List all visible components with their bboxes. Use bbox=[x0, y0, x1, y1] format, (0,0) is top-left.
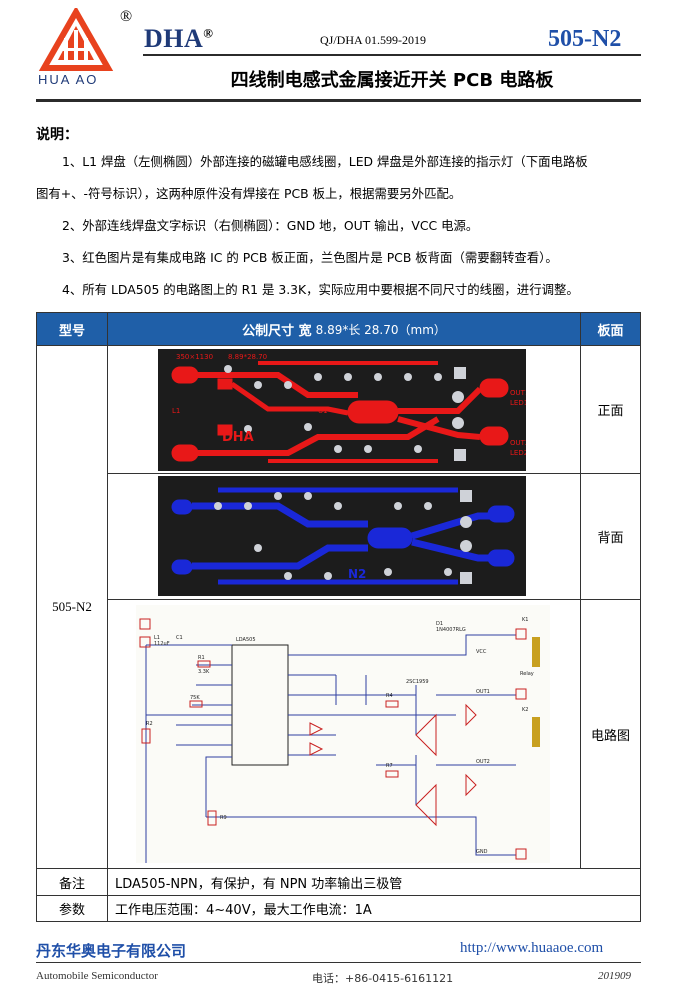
schematic-label: VCC bbox=[476, 649, 487, 655]
grid-line bbox=[107, 473, 640, 474]
face-front: 正面 bbox=[597, 404, 624, 419]
schematic-label: L1 bbox=[154, 635, 160, 641]
pcb-logo: DHA bbox=[222, 430, 254, 445]
face-back: 背面 bbox=[597, 531, 624, 546]
col-face-label: 板面 bbox=[597, 323, 624, 339]
schematic-label: D1 bbox=[436, 621, 443, 627]
col-size-label: 公制尺寸 宽 bbox=[242, 323, 312, 339]
note-line: 3、红色图片是有集成电路 IC 的 PCB 板正面，兰色图片是 PCB 板背面（… bbox=[62, 250, 558, 265]
grid-line bbox=[580, 313, 581, 868]
pcb-back-image: N2 bbox=[158, 476, 526, 600]
schematic-label: R1 bbox=[198, 655, 205, 661]
footer-date: 201909 bbox=[598, 970, 631, 982]
schematic-label: 112uF bbox=[154, 641, 170, 647]
param-label: 参数 bbox=[58, 903, 85, 918]
pcb-label: OUT2 bbox=[510, 439, 526, 447]
pcb-front-image: 350×1130 8.89*28.70 L1 U1 OUT1 LED1 OUT2… bbox=[158, 349, 529, 475]
footer-phone: 电话：+86-0415-6161121 bbox=[312, 972, 454, 985]
schematic-label: 75K bbox=[190, 695, 200, 701]
schematic-label: OUT1 bbox=[476, 689, 490, 695]
schematic-label: K2 bbox=[522, 707, 528, 713]
grid-line bbox=[37, 895, 640, 896]
grid-line bbox=[107, 599, 640, 600]
header-divider bbox=[36, 99, 641, 102]
schematic-label: R7 bbox=[386, 763, 393, 769]
circuit-schematic: L1 112uF C1 R1 3.3K R2 75K LDA505 R4 R7 … bbox=[136, 605, 550, 867]
schematic-label: 1N4007RLG bbox=[436, 627, 466, 633]
brand-text: DHA bbox=[144, 24, 204, 53]
note-line: 4、所有 LDA505 的电路图上的 R1 是 3.3K，实际应用中要根据不同尺… bbox=[62, 282, 579, 297]
notes-heading: 说明： bbox=[36, 127, 78, 143]
note-line: 2、外部连线焊盘文字标识（右侧椭圆）：GND 地，OUT 输出，VCC 电源。 bbox=[62, 218, 479, 233]
grid-line bbox=[107, 313, 108, 921]
schematic-label: R9 bbox=[220, 815, 227, 821]
pcb-label: LED1 bbox=[510, 399, 526, 407]
brand-name: DHA® bbox=[144, 24, 214, 54]
grid-line bbox=[37, 345, 640, 346]
remark-label: 备注 bbox=[58, 876, 85, 892]
col-face-header: 板面 bbox=[581, 313, 640, 345]
header-rule bbox=[143, 54, 641, 56]
pcb-label: LED2 bbox=[510, 449, 526, 457]
brand-registered: ® bbox=[203, 25, 214, 41]
pcb-label: 350×1130 bbox=[176, 353, 213, 361]
footer-divider bbox=[36, 962, 641, 963]
param-value: 工作电压范围：4~40V，最大工作电流：1A bbox=[115, 903, 372, 918]
schematic-label: R4 bbox=[386, 693, 393, 699]
schematic-label: K1 bbox=[522, 617, 528, 623]
note-line: 1、L1 焊盘（左侧椭圆）外部连接的磁罐电感线圈，LED 焊盘是外部连接的指示灯… bbox=[62, 154, 588, 169]
schematic-label: 3.3K bbox=[198, 669, 210, 675]
document-number: QJ/DHA 01.599-2019 bbox=[320, 33, 427, 47]
logo-registered-mark: ® bbox=[120, 8, 133, 25]
grid-line bbox=[37, 868, 640, 869]
col-size-value: 8.89*长 28.70（mm） bbox=[315, 322, 446, 337]
pcb-label: L1 bbox=[172, 407, 180, 415]
pcb-label: 8.89*28.70 bbox=[228, 353, 267, 361]
schematic-label: LDA505 bbox=[236, 637, 256, 643]
footer-website-link[interactable]: http://www.huaaoe.com bbox=[460, 940, 604, 956]
pcb-label: OUT1 bbox=[510, 389, 526, 397]
note-line: 图有+、-符号标识），这两种原件没有焊接在 PCB 板上，根据需要另外匹配。 bbox=[36, 186, 462, 201]
company-logo bbox=[36, 5, 132, 90]
schematic-label: GND bbox=[476, 849, 488, 855]
model-cell: 505-N2 bbox=[52, 599, 92, 614]
schematic-label: C1 bbox=[176, 635, 183, 641]
footer-company: 丹东华奥电子有限公司 bbox=[36, 942, 187, 960]
schematic-label: Relay bbox=[520, 671, 534, 677]
model-number: 505-N2 bbox=[548, 26, 622, 52]
schematic-label: OUT2 bbox=[476, 759, 490, 765]
logo-text: HUA AO bbox=[38, 72, 99, 87]
col-model-header: 型号 bbox=[37, 313, 107, 345]
footer-subtitle: Automobile Semiconductor bbox=[36, 970, 158, 982]
remark-value: LDA505-NPN，有保护，有 NPN 功率输出三极管 bbox=[115, 876, 403, 892]
face-circuit: 电路图 bbox=[590, 728, 630, 744]
pcb-label: U1 bbox=[318, 407, 328, 415]
schematic-label: R2 bbox=[146, 721, 153, 727]
schematic-label: 2SC1959 bbox=[406, 679, 429, 685]
pcb-back-label: N2 bbox=[348, 567, 366, 581]
col-model-label: 型号 bbox=[58, 323, 85, 339]
page-title: 四线制电感式金属接近开关 PCB 电路板 bbox=[230, 70, 554, 91]
